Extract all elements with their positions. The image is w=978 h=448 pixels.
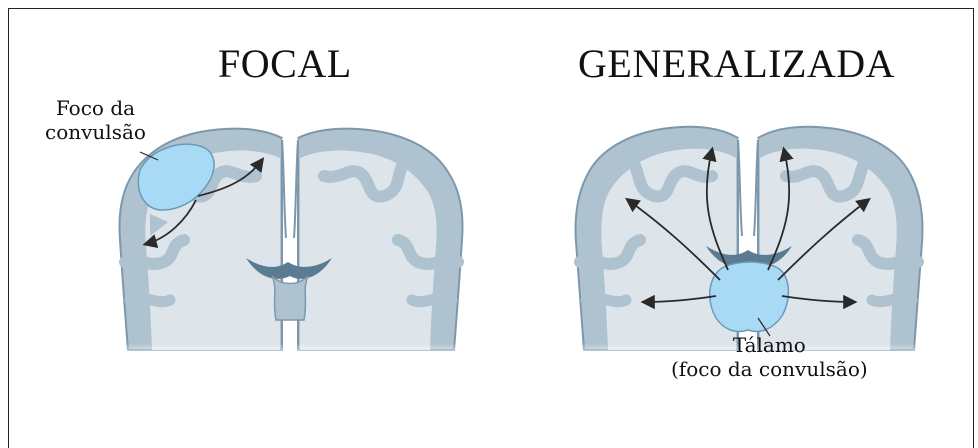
- focal-focus-label: Foco da convulsão: [45, 96, 146, 144]
- thalamus-label: Tálamo (foco da convulsão): [671, 333, 868, 381]
- focal-brain: [118, 129, 468, 360]
- generalized-title: GENERALIZADA: [578, 40, 895, 87]
- focal-title: FOCAL: [218, 40, 352, 87]
- focal-focus-label-line1: Foco da: [45, 96, 146, 120]
- thalamus-focus: [710, 262, 789, 332]
- generalized-brain: [572, 127, 924, 360]
- thalamus-label-line2: (foco da convulsão): [671, 357, 868, 381]
- thalamus-label-line1: Tálamo: [671, 333, 868, 357]
- focal-focus-label-line2: convulsão: [45, 120, 146, 144]
